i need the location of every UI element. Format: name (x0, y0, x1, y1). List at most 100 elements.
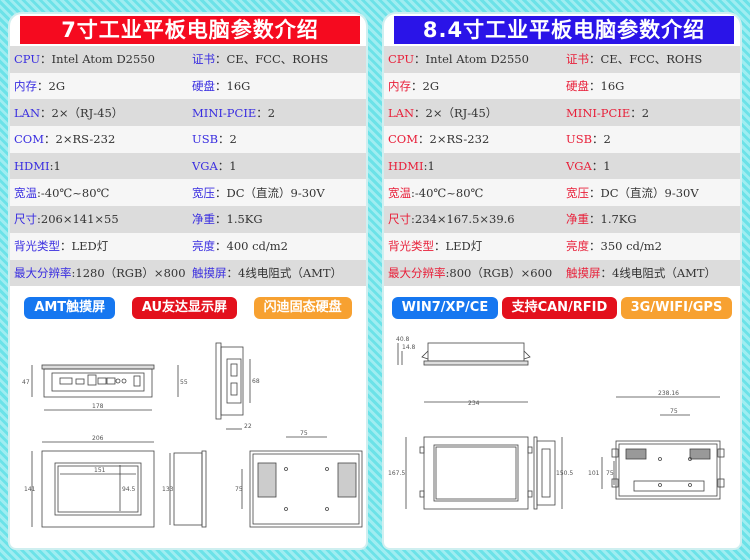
spec-value: ：2G (37, 79, 66, 94)
spec-value: ：LED灯 (60, 239, 109, 254)
spec-key: 宽压 (566, 185, 589, 200)
spec-key: 证书 (566, 52, 589, 67)
spec-value: ：1 (217, 159, 237, 174)
spec-row: 内存：2G 硬盘：16G (384, 72, 740, 100)
spec-value: ：CE、FCC、ROHS (215, 52, 329, 67)
badge-amt-touch: AMT触摸屏 (24, 297, 116, 319)
spec-key: 尺寸 (388, 212, 411, 227)
spec-value: :-40℃~80℃ (411, 185, 484, 200)
spec-key: LAN (388, 105, 415, 120)
spec-row: 宽温:-40℃~80℃ 宽压：DC（直流）9-30V (10, 179, 366, 207)
svg-text:75: 75 (670, 408, 678, 415)
spec-key: 内存 (388, 79, 411, 94)
spec-key: VGA (566, 159, 592, 174)
svg-text:150.5: 150.5 (556, 470, 573, 477)
spec-value: ：4线电阻式（AMT） (600, 265, 717, 280)
spec-key: HDMI (14, 159, 50, 174)
dimension-drawing-icon: 178 206 141 133 151 94.5 75 75 68 22 47 … (22, 342, 363, 528)
svg-text:101: 101 (588, 470, 600, 477)
spec-key: 触摸屏 (192, 265, 227, 280)
svg-text:14.8: 14.8 (402, 344, 416, 351)
spec-key: MINI-PCIE (192, 105, 257, 120)
spec-value: :206×141×55 (37, 212, 119, 227)
spec-key: COM (14, 132, 45, 147)
spec-value: ：1.5KG (215, 212, 263, 227)
spec-row: CPU：Intel Atom D2550 证书：CE、FCC、ROHS (384, 46, 740, 73)
spec-value: ：2 (592, 132, 611, 147)
badge-3g-wifi-gps: 3G/WIFI/GPS (620, 297, 733, 319)
spec-key: 净重 (192, 212, 215, 227)
spec-key: 硬盘 (566, 79, 589, 94)
spec-key: 内存 (14, 79, 37, 94)
spec-key: 宽温 (388, 185, 411, 200)
spec-value: ：CE、FCC、ROHS (589, 52, 703, 67)
svg-text:234: 234 (468, 400, 480, 407)
spec-row: LAN：2×（RJ-45） MINI-PCIE：2 (384, 99, 740, 127)
spec-row: HDMI:1 VGA：1 (10, 152, 366, 180)
spec-row: 宽温:-40℃~80℃ 宽压：DC（直流）9-30V (384, 179, 740, 207)
spec-value: ：2×（RJ-45） (40, 105, 124, 120)
spec-key: 证书 (192, 52, 215, 67)
svg-text:167.5: 167.5 (388, 470, 405, 477)
svg-text:75: 75 (606, 470, 614, 477)
spec-row: 内存：2G 硬盘：16G (10, 72, 366, 100)
feature-badges: WIN7/XP/CE 支持CAN/RFID 3G/WIFI/GPS (384, 297, 740, 319)
spec-row: 背光类型：LED灯 亮度：400 cd/m2 (10, 232, 366, 260)
spec-key: VGA (192, 159, 218, 174)
spec-row: COM：2×RS-232 USB：2 (10, 126, 366, 153)
spec-row: HDMI:1 VGA：1 (384, 152, 740, 180)
spec-key: 宽温 (14, 185, 37, 200)
spec-value: :1 (423, 159, 435, 174)
spec-key: 净重 (566, 212, 589, 227)
badge-os-support: WIN7/XP/CE (391, 297, 499, 319)
spec-value: :1 (49, 159, 61, 174)
spec-value: :800（RGB）×600 (445, 265, 553, 280)
spec-value: ：16G (215, 79, 251, 94)
spec-value: ：350 cd/m2 (589, 239, 663, 254)
svg-text:151: 151 (94, 467, 106, 474)
spec-key: 硬盘 (192, 79, 215, 94)
spec-value: ：2×RS-232 (44, 132, 116, 147)
svg-text:40.8: 40.8 (396, 336, 410, 343)
svg-text:75: 75 (300, 430, 308, 437)
spec-value: ：1 (591, 159, 611, 174)
spec-value: ：2 (256, 105, 276, 120)
badge-can-rfid: 支持CAN/RFID (501, 297, 618, 319)
svg-text:22: 22 (244, 423, 252, 430)
svg-text:68: 68 (252, 378, 260, 385)
badge-auo-display: AU友达显示屏 (131, 297, 238, 319)
spec-value: ：2 (630, 105, 650, 120)
spec-value: ：Intel Atom D2550 (40, 52, 155, 67)
panel-title: 8.4寸工业平板电脑参数介绍 (394, 16, 734, 44)
spec-row: 最大分辨率:1280（RGB）×800 触摸屏：4线电阻式（AMT） (10, 259, 366, 287)
svg-text:94.5: 94.5 (122, 486, 136, 493)
spec-key: LAN (14, 105, 41, 120)
spec-key: 亮度 (566, 239, 589, 254)
svg-text:133: 133 (162, 486, 174, 493)
spec-row: CPU：Intel Atom D2550 证书：CE、FCC、ROHS (10, 46, 366, 73)
svg-text:238.16: 238.16 (658, 390, 679, 397)
spec-key: 最大分辨率 (388, 265, 446, 280)
badge-sandisk-ssd: 闪迪固态硬盘 (253, 297, 352, 319)
spec-key: MINI-PCIE (566, 105, 631, 120)
spec-value: :1280（RGB）×800 (71, 265, 186, 280)
spec-value: ：2G (411, 79, 440, 94)
spec-value: ：2×RS-232 (418, 132, 490, 147)
svg-text:178: 178 (92, 403, 104, 410)
panel-8-4inch: 8.4寸工业平板电脑参数介绍 CPU：Intel Atom D2550 证书：C… (382, 12, 742, 550)
spec-key: 尺寸 (14, 212, 37, 227)
spec-key: 背光类型 (388, 239, 434, 254)
spec-row: 尺寸:234×167.5×39.6 净重：1.7KG (384, 206, 740, 233)
spec-key: CPU (388, 52, 415, 67)
svg-text:55: 55 (180, 379, 188, 386)
spec-key: 亮度 (192, 239, 215, 254)
spec-key: USB (566, 132, 593, 147)
spec-key: HDMI (388, 159, 424, 174)
technical-drawing-8-4inch: 40.8 14.8 234 167.5 150.5 238.16 75 101 … (384, 329, 740, 548)
spec-row: 最大分辨率:800（RGB）×600 触摸屏：4线电阻式（AMT） (384, 259, 740, 287)
panel-7inch: 7寸工业平板电脑参数介绍 CPU：Intel Atom D2550 证书：CE、… (8, 12, 368, 550)
spec-key: COM (388, 132, 419, 147)
spec-value: :234×167.5×39.6 (411, 212, 515, 227)
spec-value: ：400 cd/m2 (215, 239, 289, 254)
spec-value: ：Intel Atom D2550 (414, 52, 529, 67)
